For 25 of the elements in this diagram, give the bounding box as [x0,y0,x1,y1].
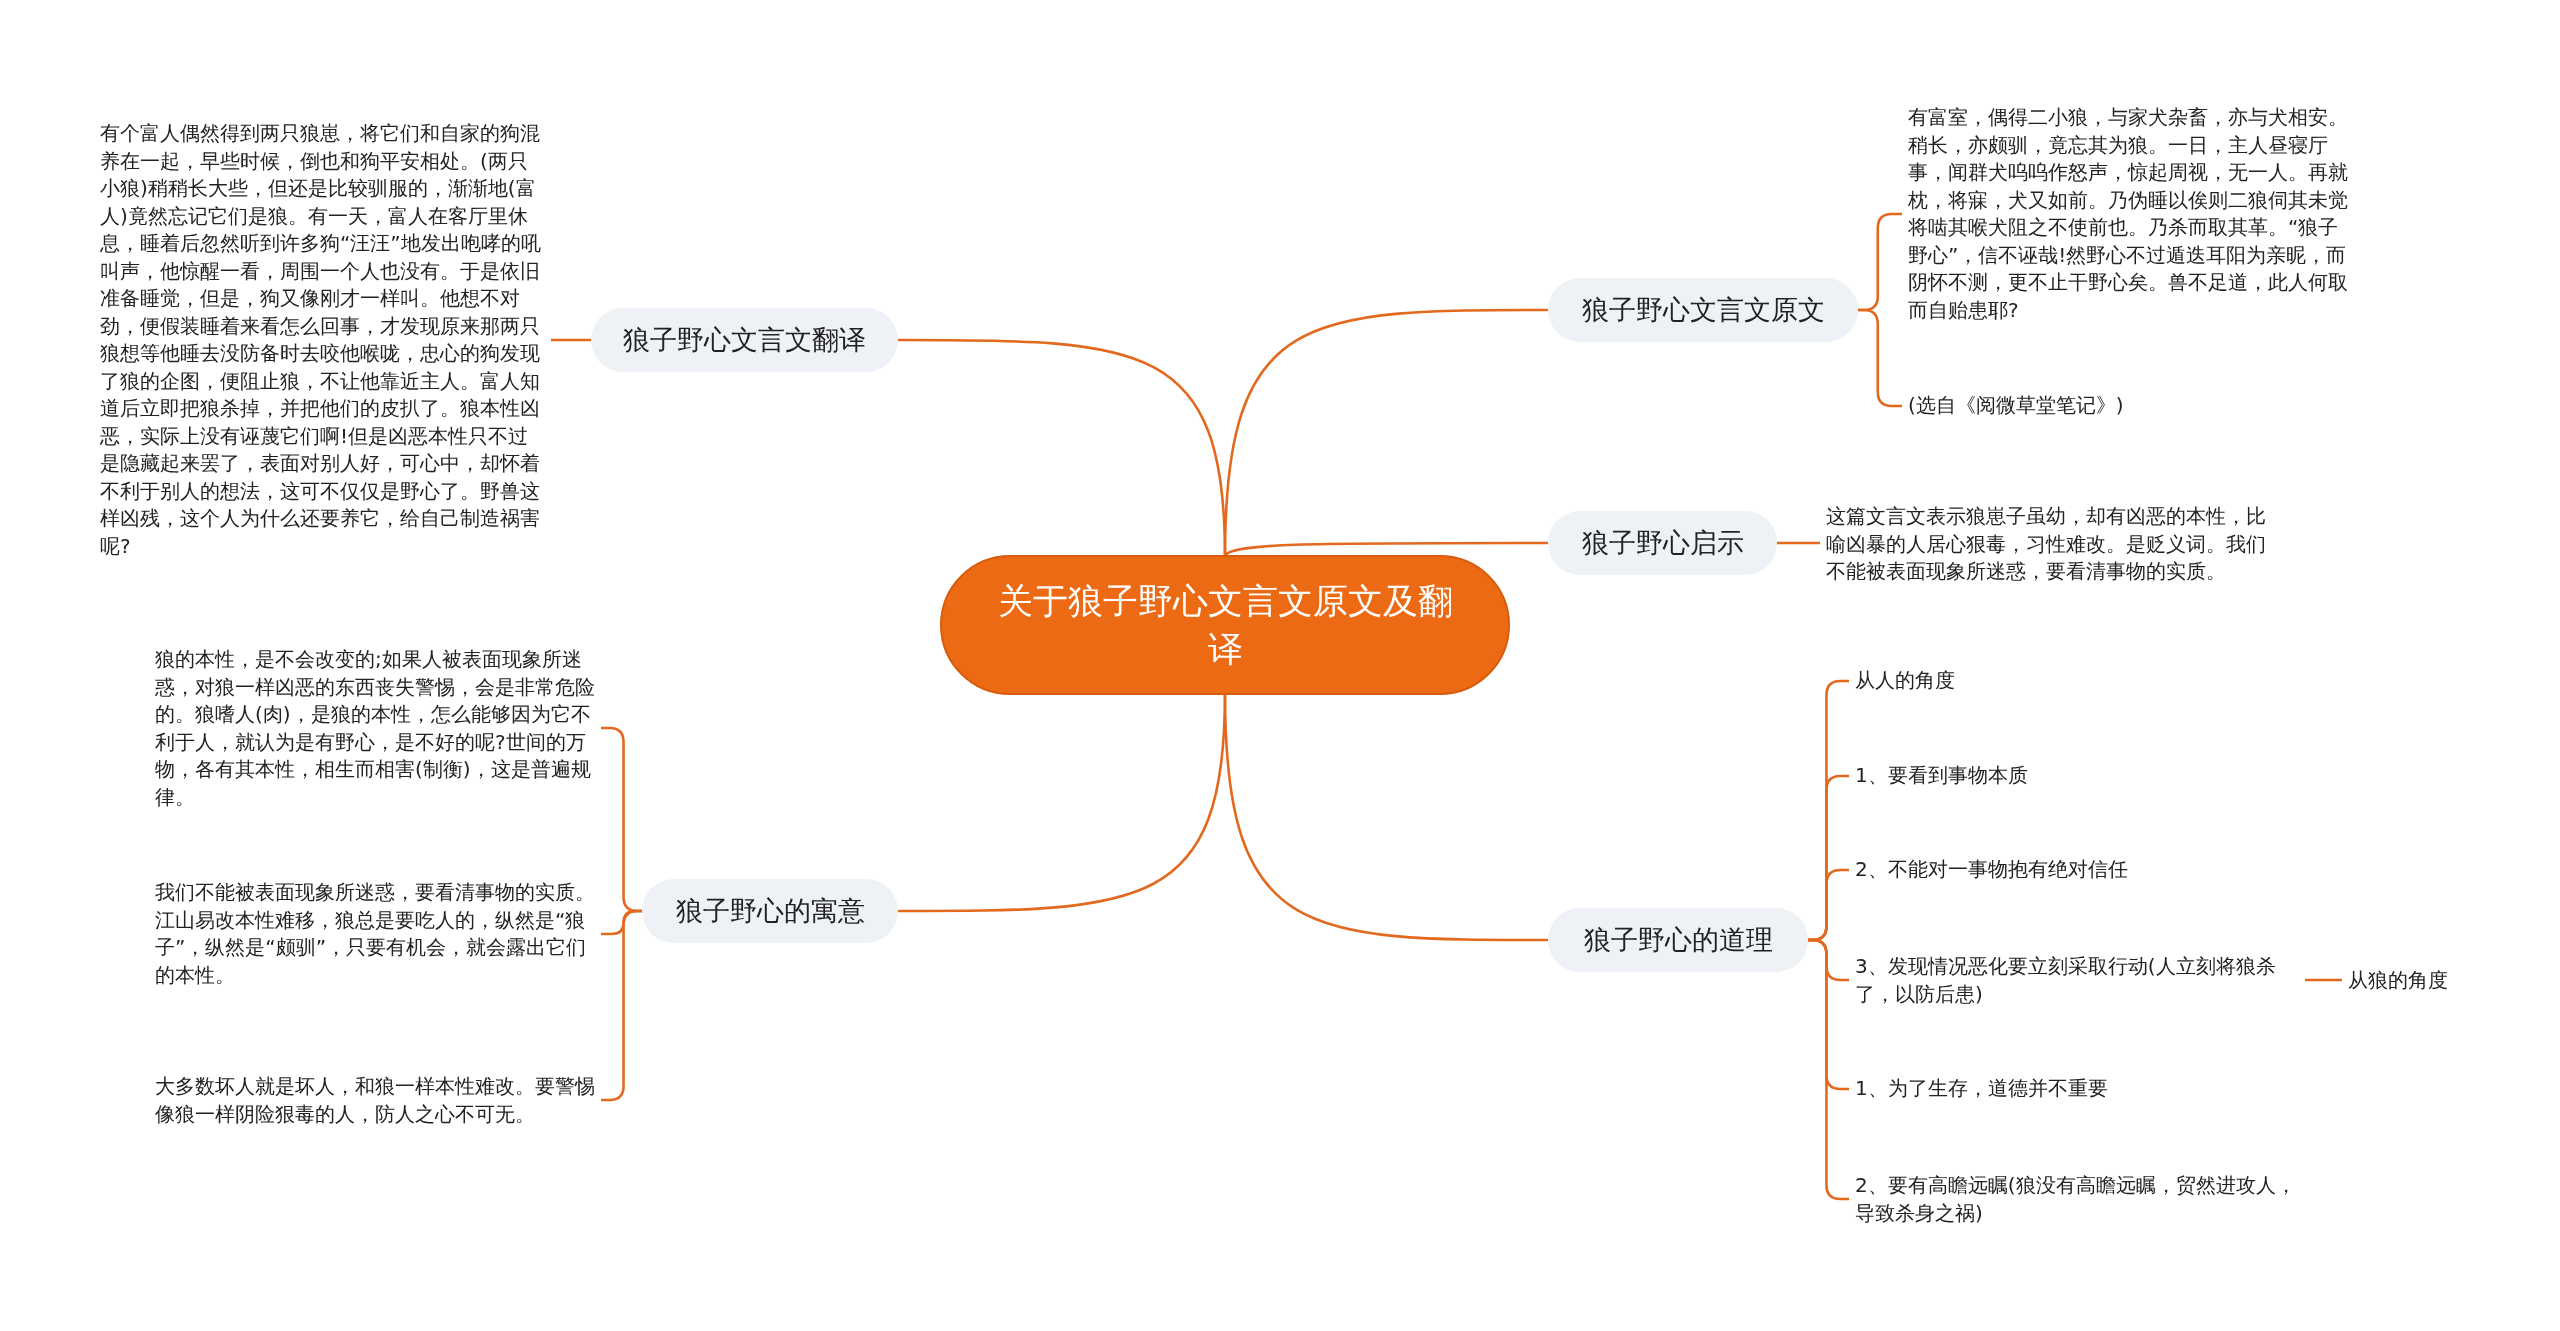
branch-text: 这篇文言文表示狼崽子虽幼，却有凶恶的本性，比喻凶暴的人居心狠毒，习性难改。是贬义词。我们不能被表面现象所迷惑，要看清事物的实质。 [1826,502,2278,586]
branch-text: 狼的本性，是不会改变的;如果人被表面现象所迷惑，对狼一样凶恶的东西丧失警惕，会是非常危险的。狼嗜人(肉)，是狼的本性，怎么能够因为它不利于人，就认为是有野心，是不好的呢?世间的万物，各有其本性，相生而相害(制衡)，这是普遍规律。 [155,645,595,811]
connector-line [1777,541,1820,545]
branch-text: 从狼的角度 [2348,967,2478,995]
branch-text: 大多数坏人就是坏人，和狼一样本性难改。要警惕像狼一样阴险狠毒的人，防人之心不可无。 [155,1072,595,1128]
branch-text: (选自《阅微草堂笔记》) [1908,392,2208,420]
topic-pill: 狼子野心的寓意 [642,879,898,943]
central-topic: 关于狼子野心文言文原文及翻译 [940,555,1510,695]
branch-text: 1、为了生存，道德并不重要 [1855,1075,2255,1103]
branch-text: 我们不能被表面现象所迷惑，要看清事物的实质。江山易改本性难移，狼总是要吃人的，纵然是“狼子”，纵然是“颇驯”，只要有机会，就会露出它们的本性。 [155,879,595,989]
branch-text: 从人的角度 [1855,667,2155,695]
topic-pill: 狼子野心启示 [1548,511,1777,575]
connector-line [1223,692,1548,942]
topic-pill: 狼子野心文言文原文 [1548,278,1858,342]
branch-text: 3、发现情况恶化要立刻采取行动(人立刻将狼杀了，以防后患) [1855,952,2305,1008]
connector-line [551,338,591,342]
topic-pill: 狼子野心的道理 [1548,908,1808,972]
topic-pill: 狼子野心文言文翻译 [591,308,898,372]
branch-text: 2、不能对一事物抱有绝对信任 [1855,856,2255,884]
branch-text: 有富室，偶得二小狼，与家犬杂畜，亦与犬相安。稍长，亦颇驯，竟忘其为狼。一日，主人昼寝厅事，闻群犬呜呜作怒声，惊起周视，无一人。再就枕，将寐，犬又如前。乃伪睡以俟则二狼伺其未觉将啮其喉犬阻之不使前也。乃杀而取其革。“狼子野心”，信不诬哉!然野心不过遁迭耳阳为亲昵，而阴怀不测，更不止干野心矣。兽不足道，此人何取而自贻患耶? [1908,104,2353,324]
connector-line [1223,541,1548,558]
branch-text: 有个富人偶然得到两只狼崽，将它们和自家的狗混养在一起，早些时候，倒也和狗平安相处。(两只小狼)稍稍长大些，但还是比较驯服的，渐渐地(富人)竟然忘记它们是狼。有一天，富人在客厅里休息，睡着后忽然听到许多狗“汪汪”地发出咆哮的吼叫声，他惊醒一看，周围一个人也没有。于是依旧准备睡觉，但是，狗又像刚才一样叫。他想不对劲，便假装睡着来看怎么回事，才发现原来那两只狼想等他睡去没防备时去咬他喉咙，忠心的狗发现了狼的企图，便阻止狼，不让他靠近主人。富人知道后立即把狼杀掉，并把他们的皮扒了。狼本性凶恶，实际上没有诬蔑它们啊!但是凶恶本性只不过是隐藏起来罢了，表面对别人好，可心中，却怀着不利于别人的想法，这可不仅仅是野心了。野兽这样凶残，这个人为什么还要养它，给自己制造祸害呢? [100,120,545,560]
branch-text: 2、要有高瞻远瞩(狼没有高瞻远瞩，贸然进攻人，导致杀身之祸) [1855,1171,2305,1227]
connector-line [2305,978,2342,982]
branch-text: 1、要看到事物本质 [1855,762,2155,790]
